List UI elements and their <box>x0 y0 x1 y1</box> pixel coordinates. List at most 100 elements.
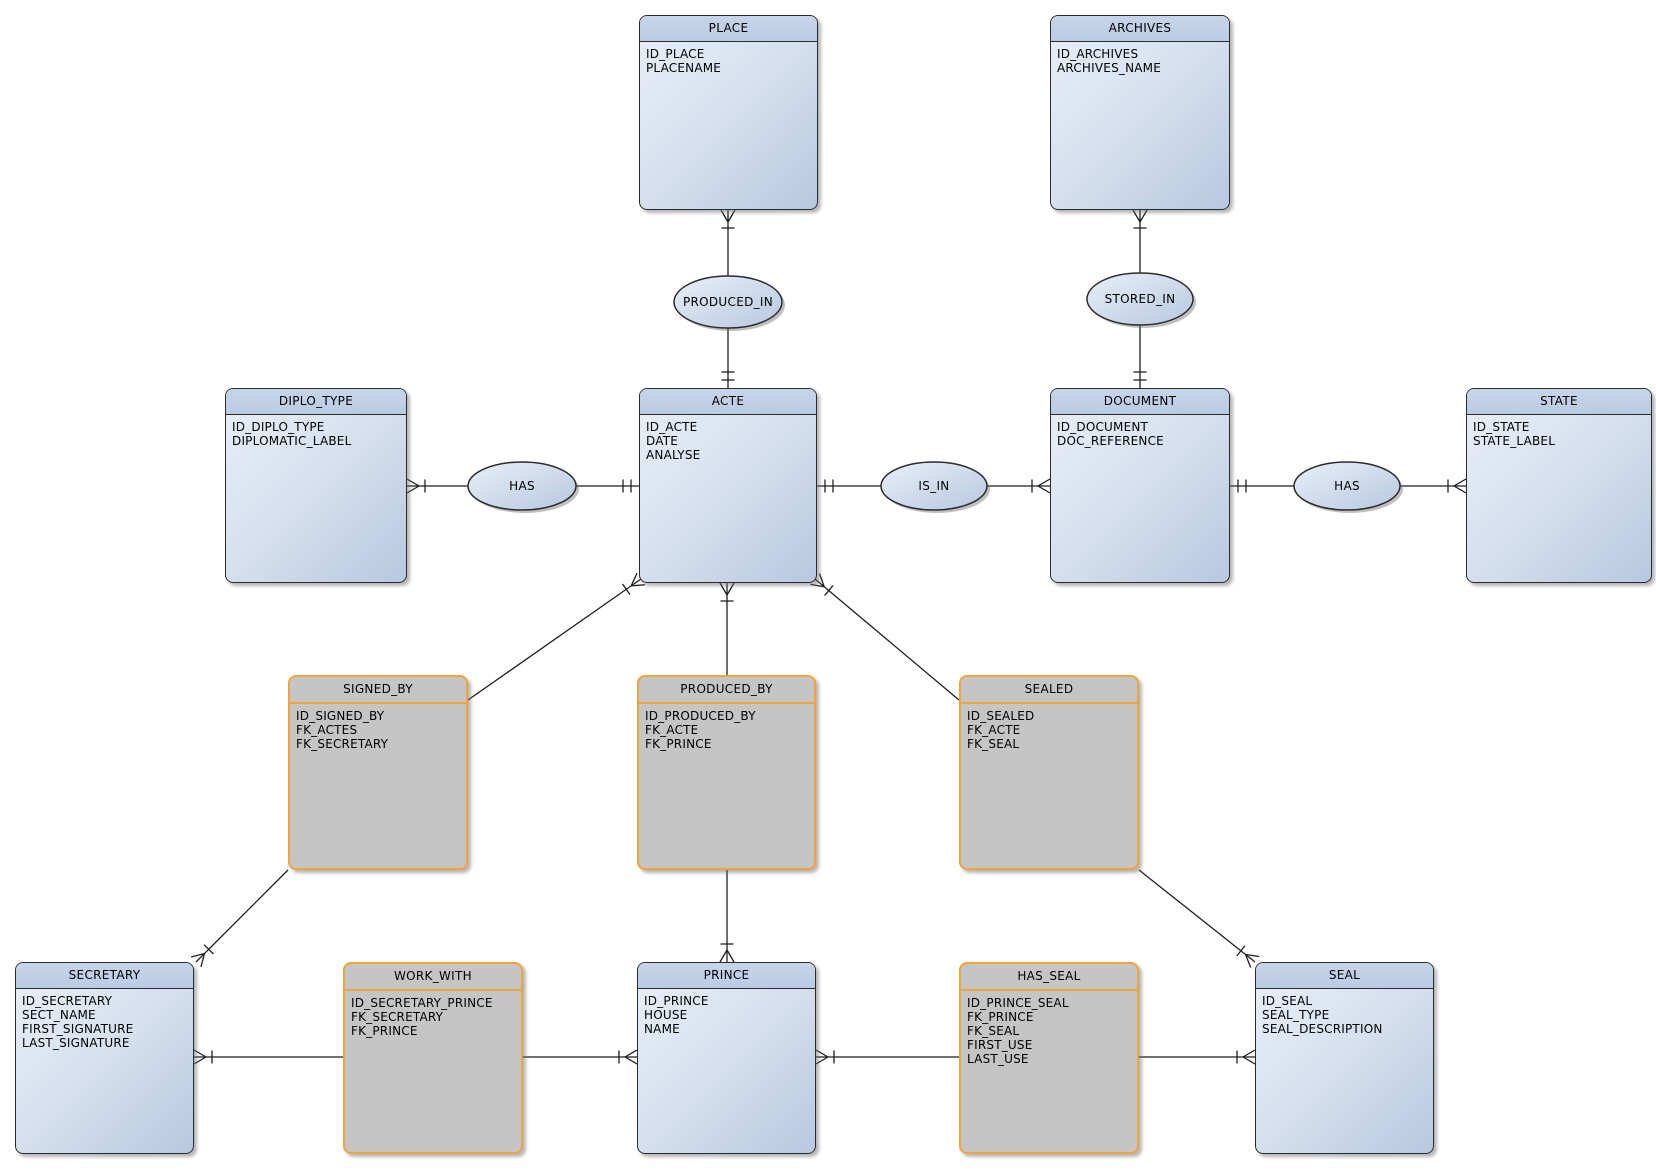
relationship-label: HAS <box>509 479 535 493</box>
attribute-row: LAST_USE <box>967 1052 1029 1066</box>
relationship-stored_in[interactable] <box>1086 272 1194 326</box>
attribute-row: ID_SEAL <box>1262 994 1313 1008</box>
attribute-row: ID_SEALED <box>967 709 1035 723</box>
attribute-row: FK_SEAL <box>967 1024 1020 1038</box>
attribute-row: ID_ACTE <box>646 420 698 434</box>
relationship-has_diplo[interactable] <box>467 461 577 511</box>
attribute-row: NAME <box>644 1022 680 1036</box>
relationship-is_in[interactable] <box>880 461 988 511</box>
entity-title: SEALED <box>961 677 1137 704</box>
attribute-row: ID_PRINCE_SEAL <box>967 996 1069 1010</box>
entity-title: WORK_WITH <box>345 964 521 991</box>
attribute-row: FK_PRINCE <box>645 737 712 751</box>
attribute-row: SEAL_DESCRIPTION <box>1262 1022 1383 1036</box>
attribute-row: HOUSE <box>644 1008 688 1022</box>
attribute-row: FK_PRINCE <box>967 1010 1034 1024</box>
relationship-has_state[interactable] <box>1293 461 1401 511</box>
attribute-row: FIRST_SIGNATURE <box>22 1022 134 1036</box>
attribute-row: FK_ACTE <box>645 723 699 737</box>
attribute-row: SECT_NAME <box>22 1008 96 1022</box>
connector-sealed-seal[interactable] <box>1138 869 1260 968</box>
entity-title: ACTE <box>640 389 816 415</box>
attribute-row: SEAL_TYPE <box>1262 1008 1330 1022</box>
entity-title: DOCUMENT <box>1051 389 1229 415</box>
attribute-row: ID_DOCUMENT <box>1057 420 1149 434</box>
attribute-row: ID_PLACE <box>646 47 705 61</box>
attribute-row: FK_ACTES <box>296 723 358 737</box>
attribute-row: ID_STATE <box>1473 420 1530 434</box>
entity-title: HAS_SEAL <box>961 964 1137 991</box>
entity-title: PRODUCED_BY <box>639 677 814 704</box>
connector-acte-signed_by[interactable] <box>467 572 646 701</box>
attribute-row: PLACENAME <box>646 61 722 75</box>
attribute-row: ID_SIGNED_BY <box>296 709 385 723</box>
entity-title: DIPLO_TYPE <box>226 389 406 415</box>
relationship-label: PRODUCED_IN <box>682 295 774 309</box>
attribute-row: ANALYSE <box>646 448 701 462</box>
attribute-row: STATE_LABEL <box>1473 434 1556 448</box>
entity-title: STATE <box>1467 389 1651 415</box>
entity-title: ARCHIVES <box>1051 16 1229 42</box>
connector-has_seal-seal[interactable] <box>1139 1049 1256 1065</box>
connector-produced_by-prince[interactable] <box>719 870 735 963</box>
entity-title: SEAL <box>1256 963 1433 989</box>
entity-title: PRINCE <box>638 963 815 989</box>
entity-title: PLACE <box>640 16 817 42</box>
attribute-row: ID_PRODUCED_BY <box>645 709 756 723</box>
connector-acte-sealed[interactable] <box>810 573 960 701</box>
relationship-label: STORED_IN <box>1104 292 1176 306</box>
attribute-row: FK_SECRETARY <box>351 1010 444 1024</box>
attribute-row: ID_DIPLO_TYPE <box>232 420 325 434</box>
connector-work_with-prince[interactable] <box>523 1049 638 1065</box>
attribute-row: ID_PRINCE <box>644 994 709 1008</box>
relationship-label: HAS <box>1334 479 1360 493</box>
attribute-row: ARCHIVES_NAME <box>1057 61 1162 75</box>
attribute-row: ID_ARCHIVES <box>1057 47 1139 61</box>
connector-secretary-work_with[interactable] <box>193 1049 343 1065</box>
connector-prince-has_seal[interactable] <box>815 1049 959 1065</box>
attribute-row: FK_SEAL <box>967 737 1020 751</box>
attribute-row: FIRST_USE <box>967 1038 1033 1052</box>
attribute-row: DOC_REFERENCE <box>1057 434 1164 448</box>
connector-acte-produced_by[interactable] <box>719 582 735 675</box>
relationship-produced_in[interactable] <box>673 275 783 329</box>
connector-signed_by-secretary[interactable] <box>190 869 289 968</box>
entity-title: SECRETARY <box>16 963 193 989</box>
attribute-row: DIPLOMATIC_LABEL <box>232 434 352 448</box>
attribute-row: LAST_SIGNATURE <box>22 1036 130 1050</box>
attribute-row: FK_PRINCE <box>351 1024 418 1038</box>
relationship-label: IS_IN <box>918 479 950 493</box>
attribute-row: ID_SECRETARY_PRINCE <box>351 996 493 1010</box>
attribute-row: FK_SECRETARY <box>296 737 389 751</box>
attribute-row: FK_ACTE <box>967 723 1021 737</box>
attribute-row: DATE <box>646 434 679 448</box>
